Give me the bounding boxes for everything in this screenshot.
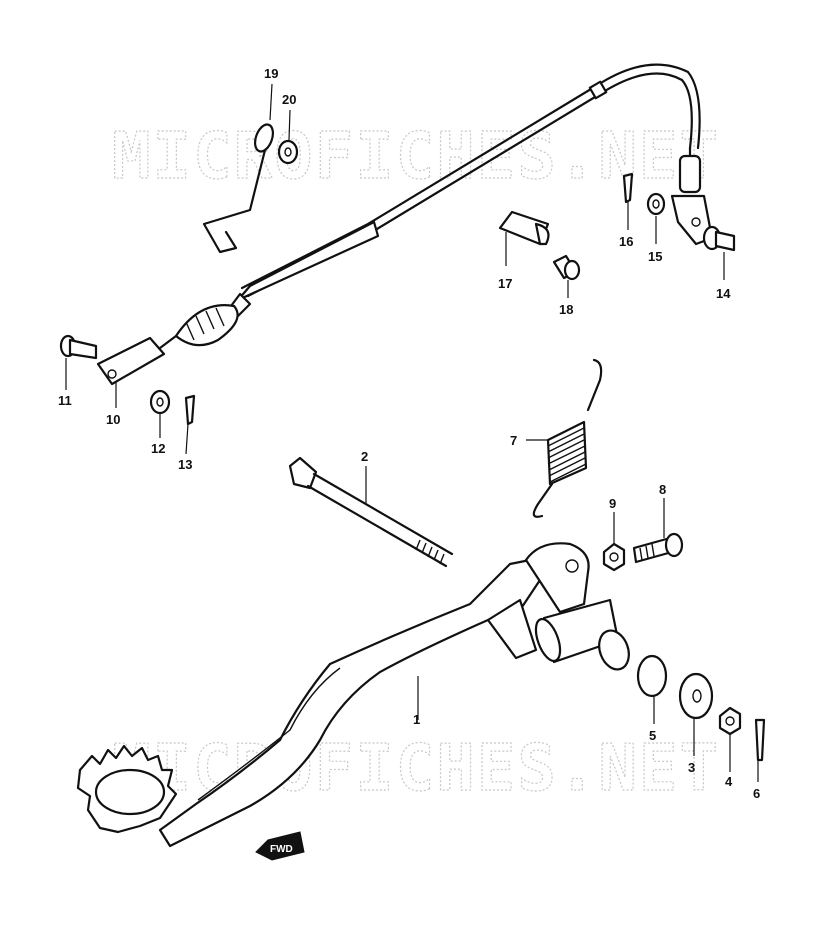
- screw-18: [552, 254, 581, 281]
- callout-14: 14: [716, 286, 731, 301]
- o-ring-5: [636, 654, 668, 698]
- brake-pedal: [76, 542, 630, 848]
- forward-direction-badge: FWD: [255, 831, 305, 861]
- callout-4: 4: [725, 774, 733, 789]
- callout-16: 16: [619, 234, 633, 249]
- callout-15: 15: [648, 249, 662, 264]
- svg-text:FWD: FWD: [270, 844, 293, 855]
- callout-labels: 1 2 3 4 5 6 7 8 9 10 11 12 13 14 15 16 1…: [58, 66, 760, 801]
- callout-5: 5: [649, 728, 656, 743]
- nut-9: [602, 542, 626, 572]
- washer-12: [149, 389, 171, 415]
- callout-3: 3: [688, 760, 695, 775]
- callout-9: 9: [609, 496, 616, 511]
- callout-13: 13: [178, 457, 192, 472]
- callout-8: 8: [659, 482, 666, 497]
- nut-4: [718, 706, 742, 736]
- cotter-pin-6: [754, 718, 766, 762]
- bolt-8: [632, 532, 684, 564]
- callout-12: 12: [151, 441, 165, 456]
- washer-3: [678, 672, 714, 720]
- callout-10: 10: [106, 412, 120, 427]
- callout-1: 1: [413, 712, 420, 727]
- watermark-top: MICROFICHES.NET: [112, 120, 720, 194]
- return-spring: [532, 358, 603, 518]
- callout-7: 7: [510, 433, 517, 448]
- callout-19: 19: [264, 66, 278, 81]
- cable-clamp: [498, 210, 550, 246]
- callout-6: 6: [753, 786, 760, 801]
- callout-2: 2: [361, 449, 368, 464]
- washer-15: [646, 192, 666, 216]
- forward-arrow-icon: [255, 831, 305, 861]
- leader-lines: [65, 83, 759, 782]
- clevis-pin-11: [59, 334, 98, 360]
- callout-11: 11: [58, 393, 72, 408]
- callout-20: 20: [282, 92, 296, 107]
- clevis-pin-14: [702, 225, 736, 252]
- pivot-bolt: [288, 456, 454, 568]
- callout-18: 18: [559, 302, 573, 317]
- cotter-pin-16: [622, 172, 634, 204]
- brake-cable: [96, 63, 714, 386]
- washer-20: [277, 139, 299, 165]
- cable-guide-wire: [202, 123, 275, 254]
- callout-17: 17: [498, 276, 512, 291]
- watermark-bottom: MICROFICHES.NET: [112, 732, 720, 806]
- cotter-pin-13: [184, 394, 196, 426]
